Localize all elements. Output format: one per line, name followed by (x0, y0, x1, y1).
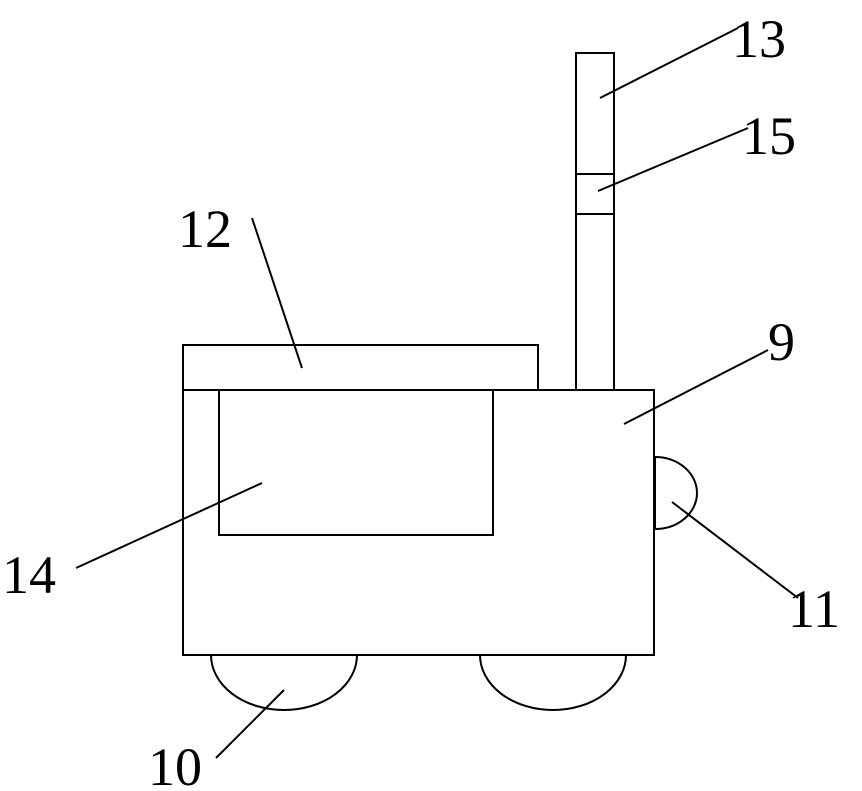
leader-11 (672, 502, 798, 598)
label-10: 10 (148, 737, 202, 791)
leader-15 (598, 128, 748, 191)
label-14: 14 (2, 545, 56, 605)
label-9: 9 (768, 312, 795, 372)
handle-rod (576, 53, 614, 390)
label-15: 15 (742, 106, 796, 166)
leader-9 (624, 350, 768, 424)
main-body (183, 390, 654, 655)
left-wheel (211, 655, 357, 710)
side-knob (655, 457, 697, 529)
label-12: 12 (178, 199, 232, 259)
top-plate (183, 345, 538, 390)
right-wheel (480, 655, 626, 710)
label-11: 11 (788, 579, 840, 639)
label-13: 13 (732, 9, 786, 69)
leader-13 (600, 28, 738, 98)
